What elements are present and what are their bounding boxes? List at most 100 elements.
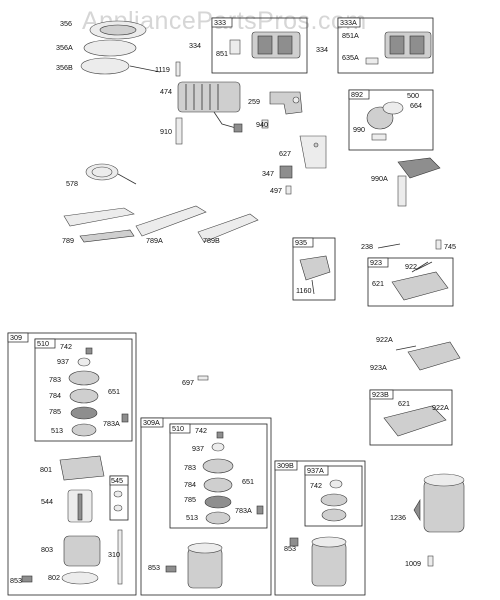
part-label-697: 697: [182, 378, 194, 387]
part-label-334-a: 334: [189, 41, 201, 50]
starter-motor-309A: [165, 542, 223, 589]
spring-578: [85, 163, 137, 185]
part-label-651-b: 651: [242, 477, 254, 486]
part-label-513-a: 513: [51, 426, 63, 435]
link-789A: [135, 205, 207, 237]
group-box-309: [7, 332, 137, 596]
control-bracket-923A: [395, 341, 461, 371]
group-tag-309: 309: [10, 333, 22, 342]
plate-627: [299, 135, 327, 169]
part-label-802: 802: [48, 573, 60, 582]
part-label-578: 578: [66, 179, 78, 188]
part-label-783-a: 783: [49, 375, 61, 384]
part-label-937-a: 937: [57, 357, 69, 366]
group-tag-923: 923: [370, 258, 382, 267]
part-label-544: 544: [41, 497, 53, 506]
part-label-803: 803: [41, 545, 53, 554]
group-box-892: [348, 89, 434, 151]
part-label-664: 664: [410, 101, 422, 110]
governor-935: [299, 255, 331, 295]
group-box-935: [292, 237, 336, 301]
part-label-940: 940: [256, 120, 268, 129]
part-label-853-c: 853: [284, 544, 296, 553]
part-label-783-b: 783: [184, 463, 196, 472]
group-tag-510-left: 510: [37, 339, 49, 348]
part-label-853-b: 853: [148, 563, 160, 572]
part-label-785-b: 785: [184, 495, 196, 504]
part-label-1236: 1236: [390, 513, 406, 522]
group-tag-937A: 937A: [307, 466, 324, 475]
part-label-356B: 356B: [56, 63, 73, 72]
part-label-789B: 789B: [203, 236, 220, 245]
part-label-937-b: 937: [192, 444, 204, 453]
ignition-module-333A: [365, 31, 432, 65]
part-label-1119: 1119: [155, 65, 170, 74]
part-label-789: 789: [62, 236, 74, 245]
part-label-238: 238: [361, 242, 373, 251]
key-990A: [397, 157, 441, 207]
starter-motor-1236: [413, 473, 465, 567]
group-box-309B: [274, 460, 366, 596]
group-box-333A: [337, 17, 434, 74]
group-tag-923B: 923B: [372, 390, 389, 399]
starter-motor-309B: [289, 536, 347, 587]
starter-drive-510-left: [68, 347, 129, 437]
part-label-356: 356: [60, 19, 72, 28]
part-label-910: 910: [160, 127, 172, 136]
part-label-922A-a: 922A: [376, 335, 393, 344]
part-label-801: 801: [40, 465, 52, 474]
group-box-510-right: [169, 423, 268, 529]
screw-745: [435, 239, 442, 250]
part-label-742-b: 742: [195, 426, 207, 435]
group-box-510-left: [34, 338, 133, 442]
part-label-513-b: 513: [186, 513, 198, 522]
part-label-635A: 635A: [342, 53, 359, 62]
part-label-922: 922: [405, 262, 417, 271]
group-box-309A: [140, 417, 272, 596]
group-tag-333A: 333A: [340, 18, 357, 27]
cylinder-head-474: [175, 61, 243, 133]
starter-drive-510-right: [202, 431, 264, 525]
part-label-497: 497: [270, 186, 282, 195]
group-box-333: [211, 17, 308, 74]
part-label-851A: 851A: [342, 31, 359, 40]
part-label-784-a: 784: [49, 391, 61, 400]
part-label-621-b: 621: [398, 399, 410, 408]
part-label-783A-a: 783A: [103, 419, 120, 428]
rod-238: [377, 243, 401, 249]
group-box-937A: [304, 465, 363, 527]
part-label-922A-b: 922A: [432, 403, 449, 412]
starter-drive-937A: [320, 479, 348, 522]
part-label-347: 347: [262, 169, 274, 178]
part-label-474: 474: [160, 87, 172, 96]
ignition-module-333: [229, 31, 301, 59]
part-label-742-c: 742: [310, 481, 322, 490]
link-789B: [197, 213, 259, 243]
link-789: [63, 207, 135, 243]
part-label-851: 851: [216, 49, 228, 58]
part-label-334-b: 334: [316, 45, 328, 54]
part-label-990: 990: [353, 125, 365, 134]
part-label-785-a: 785: [49, 407, 61, 416]
control-bracket-923: [391, 261, 449, 301]
part-label-742-a: 742: [60, 342, 72, 351]
group-tag-510-right: 510: [172, 424, 184, 433]
group-tag-309A: 309A: [143, 418, 160, 427]
alternator-coil-356: [80, 20, 161, 75]
part-label-310: 310: [108, 550, 120, 559]
part-label-745: 745: [444, 242, 456, 251]
group-box-923B: [369, 389, 453, 446]
screw-697: [197, 375, 209, 381]
starter-motor-309-parts: [21, 455, 123, 585]
part-label-356A: 356A: [56, 43, 73, 52]
group-tag-309B: 309B: [277, 461, 294, 470]
part-label-783A-b: 783A: [235, 506, 252, 515]
part-label-990A: 990A: [371, 174, 388, 183]
part-label-500: 500: [407, 91, 419, 100]
part-label-1160: 1160: [296, 286, 311, 295]
part-label-784-b: 784: [184, 480, 196, 489]
switch-347: [279, 165, 293, 179]
bracket-259: [261, 91, 303, 129]
group-tag-333: 333: [214, 18, 226, 27]
